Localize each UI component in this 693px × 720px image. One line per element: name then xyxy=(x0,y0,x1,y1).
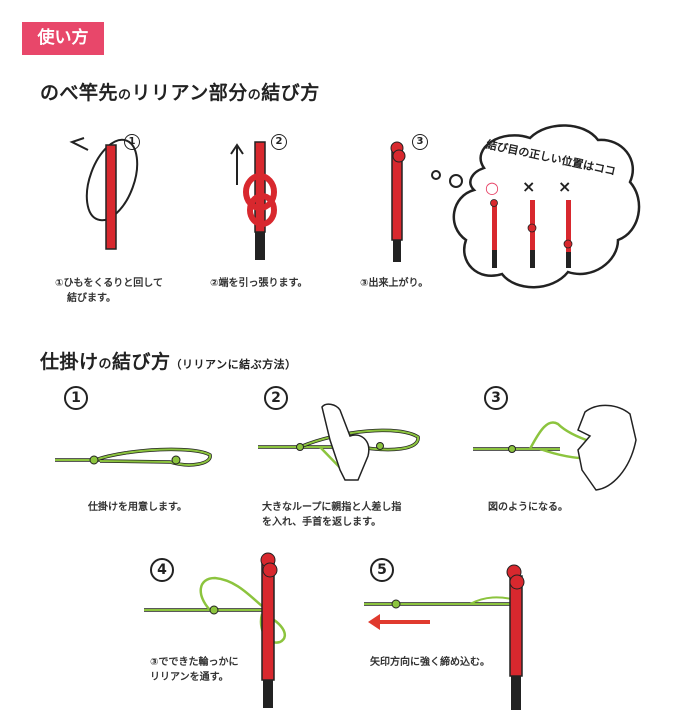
rig-step1-caption: 仕掛けを用意します。 xyxy=(88,502,187,513)
lilian-step2-number: 2 xyxy=(271,134,287,150)
section1-title-part1: のべ竿先 xyxy=(40,82,119,104)
lilian-step3-caption: ③出来上がり。 xyxy=(360,278,429,289)
section2-title: 仕掛けの結び方（リリアンに結ぶ方法） xyxy=(40,347,297,374)
rig-step3-illustration xyxy=(473,404,637,491)
rig-step4-caption: ③でできた輪っかに リリアンを通す。 xyxy=(150,655,238,685)
section1-title-no: の xyxy=(118,88,132,103)
rig-step4-caption-line2: リリアンを通す。 xyxy=(150,672,229,683)
rig-step5-illustration xyxy=(364,564,525,710)
rig-step3-caption: 図のようになる。 xyxy=(488,502,568,513)
rig-step1-illustration xyxy=(55,447,212,467)
section1-title-part2: リリアン部分 xyxy=(131,82,248,104)
wrong-mark-2: × xyxy=(558,177,572,196)
lilian-step2-caption: ②端を引っ張ります。 xyxy=(210,278,308,289)
lilian-step1-caption-line1: ①ひもをくるりと回して xyxy=(55,278,163,289)
wrong-mark-1: × xyxy=(522,177,536,196)
lilian-step3-illustration xyxy=(390,141,406,262)
lilian-step1-illustration xyxy=(69,137,139,250)
rig-step4-caption-line1: ③でできた輪っかに xyxy=(150,657,239,668)
section2-title-no: の xyxy=(98,357,113,372)
rig-step2-number: 2 xyxy=(264,386,288,410)
rig-step1-number: 1 xyxy=(64,386,88,410)
rig-step4-illustration xyxy=(144,552,287,708)
rig-step3-number: 3 xyxy=(484,386,508,410)
section1-title-no2: の xyxy=(247,88,262,103)
rig-step2-caption-line2: を入れ、手首を返します。 xyxy=(262,517,382,528)
lilian-step1-caption-line2: 結びます。 xyxy=(67,293,116,304)
rig-step5-caption: 矢印方向に強く締め込む。 xyxy=(370,657,490,668)
section1-title-part3: 結び方 xyxy=(261,82,320,104)
lilian-step2-illustration xyxy=(230,141,277,260)
lilian-step1-caption: ①ひもをくるりと回して 結びます。 xyxy=(55,276,163,306)
rig-step4-number: 4 xyxy=(150,558,174,582)
correct-mark: ○ xyxy=(485,178,499,197)
rig-step2-illustration xyxy=(258,403,420,481)
usage-badge: 使い方 xyxy=(22,22,104,55)
rig-step2-caption-line1: 大きなループに親指と人差し指 xyxy=(262,502,402,513)
correct-position-bubble xyxy=(431,124,641,289)
rig-step2-caption: 大きなループに親指と人差し指 を入れ、手首を返します。 xyxy=(262,500,401,530)
lilian-step3-number: 3 xyxy=(412,134,428,150)
lilian-step1-number: 1 xyxy=(124,134,140,150)
section2-title-part1: 仕掛け xyxy=(40,351,99,373)
section1-title: のべ竿先のリリアン部分の結び方 xyxy=(40,78,320,105)
rig-step5-number: 5 xyxy=(370,558,394,582)
section2-title-sub: （リリアンに結ぶ方法） xyxy=(170,358,297,371)
section2-title-part2: 結び方 xyxy=(112,351,171,373)
